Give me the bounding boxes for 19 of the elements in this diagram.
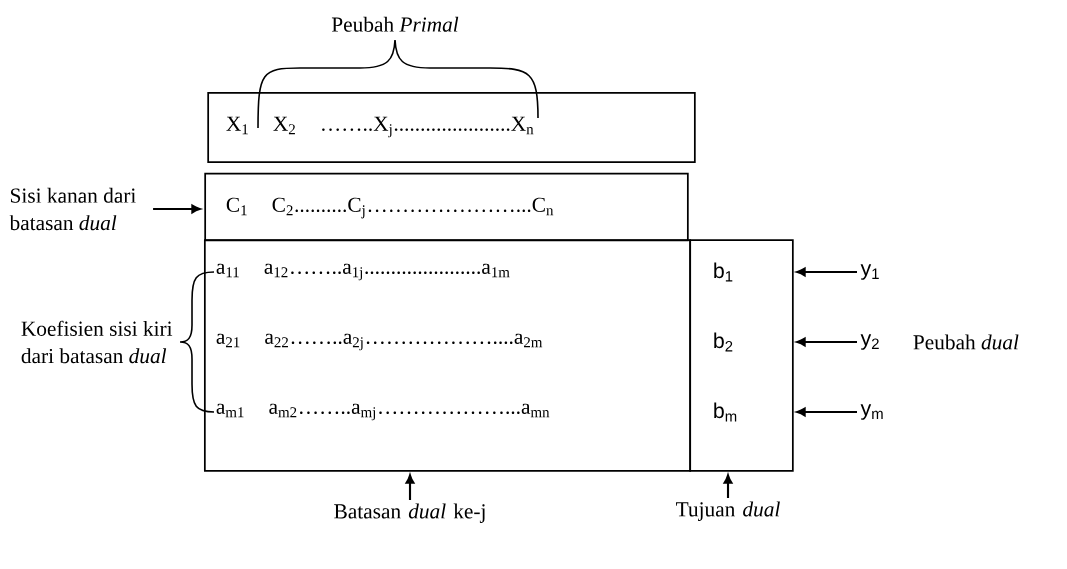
matrix-box: a$_{11}$ a$_{12}$……..a$_{1j}$......................a$_{1m}$ a$_{21}$ a$_{22}$……..a$_{2j}$………………....a$_{2m}$ a$_{m1}$ a$_{m2}$……..a$_{mj}$………………...a$_{mn}$ — [203, 239, 692, 472]
column-box: b$_{1}$ b$_{2}$ b$_{m}$ — [689, 239, 794, 472]
brace-label: Peubah Primal — [331, 16, 459, 32]
arrow — [723, 474, 733, 498]
row-box: X$_{1}$ X$_{2}$ ……..X$_{j}$......................X$_{n}$ — [207, 91, 696, 164]
brace-label: Koefisien sisi kiri dari batasan dual — [21, 320, 173, 364]
annotation-text: Sisi kanan dari batasan dual — [9, 187, 136, 231]
variable-label: y$_{1}$ — [860, 264, 879, 280]
annotation-text: Peubah dual — [913, 334, 1019, 350]
variable-label: y$_{m}$ — [860, 404, 883, 420]
row-box: C$_{1}$ C$_{2}$..........C$_{j}$…………………...C$_{n}$ — [204, 172, 689, 242]
annotation-text: Tujuan dual — [676, 501, 780, 521]
arrow — [796, 337, 857, 347]
arrow — [153, 204, 201, 214]
annotation-text: Batasan dual ke-j — [334, 503, 485, 523]
arrow — [796, 267, 857, 277]
arrow — [405, 474, 415, 500]
arrow — [796, 407, 857, 417]
variable-label: y$_{2}$ — [860, 334, 879, 350]
